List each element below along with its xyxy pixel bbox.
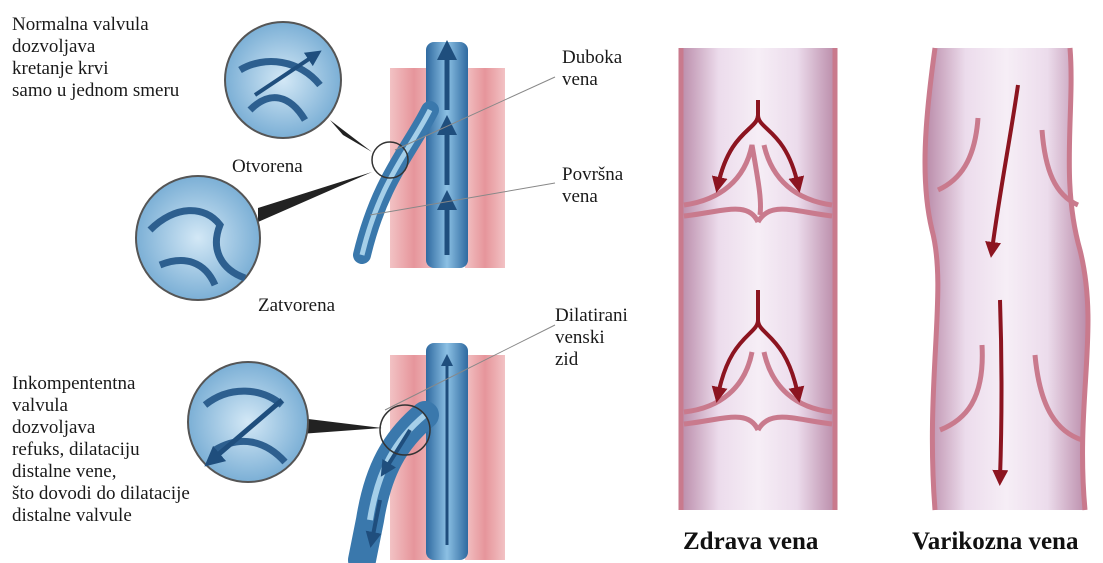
muscle-right-top (465, 68, 505, 268)
lens-pointer-open (330, 120, 372, 152)
closed-valve-label: Zatvorena (258, 295, 335, 317)
varicose-reflux-arrow-bottom (1000, 300, 1002, 478)
normal-valve-label: Normalna valvula dozvoljava kretanje krv… (12, 14, 179, 102)
open-valve-lens (225, 22, 341, 138)
lens-pointer-incompetent (300, 418, 382, 434)
superficial-vein-label: Površna vena (562, 164, 623, 208)
varicose-vein (925, 48, 1088, 510)
dilated-wall-label: Dilatirani venski zid (555, 305, 628, 371)
normal-vein-diagram (136, 22, 555, 300)
lens-pointer-closed (258, 172, 372, 222)
varicose-vein-lumen (925, 48, 1088, 510)
varicose-vein-caption: Varikozna vena (912, 528, 1078, 556)
incompetent-vein-diagram (188, 325, 555, 560)
closed-valve-lens (136, 176, 260, 300)
deep-vein-label: Duboka vena (562, 47, 622, 91)
muscle-right-bottom (465, 355, 505, 560)
open-valve-label: Otvorena (232, 156, 303, 178)
healthy-vein-caption: Zdrava vena (683, 528, 818, 556)
healthy-vein (680, 48, 836, 510)
incompetent-valve-label: Inkompententna valvula dozvoljava refuks… (12, 373, 190, 527)
incompetent-valve-lens (188, 362, 308, 482)
